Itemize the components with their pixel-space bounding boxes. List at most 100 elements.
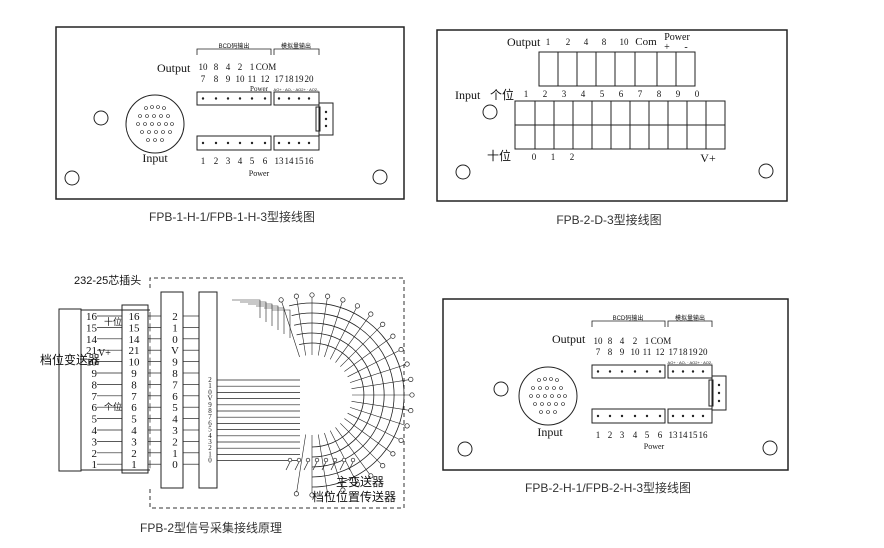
selector-contact-line [329, 305, 358, 360]
pin-label-left: 4 [92, 425, 98, 437]
pin-signal-label: 6 [172, 391, 178, 403]
svg-text:10: 10 [236, 74, 246, 84]
svg-text:1: 1 [551, 152, 556, 162]
svg-text:4: 4 [620, 336, 625, 346]
contact-head [332, 457, 338, 463]
svg-text:2: 2 [566, 37, 571, 47]
selector-contact [293, 293, 299, 299]
svg-text:4: 4 [238, 156, 243, 166]
pin-signal-label-right: 9 [208, 401, 212, 409]
terminal-screws-top [596, 370, 705, 373]
selector-contact-line [296, 434, 306, 494]
selector-contact-line [335, 427, 372, 477]
analog-header: 模拟量输出 [281, 42, 311, 50]
selector-contact [398, 347, 404, 353]
svg-text:14: 14 [679, 430, 689, 440]
svg-text:2: 2 [543, 89, 548, 99]
selector-contact-line [347, 412, 402, 441]
svg-text:13: 13 [669, 430, 679, 440]
side-connector-pins [324, 110, 328, 128]
svg-text:10: 10 [631, 347, 641, 357]
panel-border [55, 26, 405, 200]
svg-text:5: 5 [645, 430, 650, 440]
pin-signal-label: 0 [172, 334, 178, 346]
mount-hole [762, 440, 778, 456]
terminal-screws-top [201, 97, 311, 100]
mount-hole [493, 381, 509, 397]
pin-label-left: 6 [92, 402, 98, 414]
svg-text:7: 7 [201, 74, 206, 84]
pin-label-left: 3 [92, 436, 98, 448]
ge-label: 个位 [490, 87, 514, 102]
mount-hole [93, 110, 109, 126]
top-row1-labels: 10 8 4 2 1 COM [199, 62, 277, 72]
pin-label-mid: 6 [131, 402, 137, 414]
pin-signal-label-right: 7 [208, 413, 212, 421]
selector-contact [278, 297, 284, 303]
mount-hole [372, 169, 388, 185]
connector-block-right [198, 291, 218, 489]
svg-text:17: 17 [669, 347, 679, 357]
pin-signal-label: 5 [172, 402, 178, 414]
bottom-row-labels: 1 2 3 4 5 6 13 14 15 16 [596, 430, 708, 440]
contact-head [341, 457, 347, 463]
selector-contact-line [340, 324, 383, 367]
selector-arc [296, 332, 375, 458]
vplus-label: V+ [98, 348, 111, 359]
svg-text:3: 3 [620, 430, 625, 440]
svg-text:19: 19 [689, 347, 699, 357]
selector-contact [404, 423, 410, 429]
pin-label-mid: 3 [131, 436, 137, 448]
feed-wire [272, 309, 291, 338]
svg-text:13: 13 [275, 156, 285, 166]
pin-signal-label-right: 0 [208, 388, 212, 396]
svg-text:4: 4 [584, 37, 589, 47]
input-terminal-block [514, 100, 726, 150]
contact-pin [321, 461, 327, 471]
svg-text:2: 2 [608, 430, 613, 440]
pin-label-mid: 16 [129, 311, 141, 323]
selector-contact-line [318, 296, 328, 356]
panel-fpb-1-h: BCD码输出 模拟量输出 Output 10 8 4 2 1 COM 7 8 9… [55, 26, 405, 224]
contact-pin [330, 461, 336, 471]
svg-text:3: 3 [562, 89, 567, 99]
mount-hole [482, 104, 498, 120]
shi-label: 十位 [104, 316, 122, 327]
selector-contact [408, 376, 414, 382]
side-connector [318, 102, 334, 136]
selector-contact [309, 492, 315, 498]
svg-text:5: 5 [250, 156, 255, 166]
pin-signal-label: 1 [172, 448, 178, 460]
output-terminal-block [538, 51, 696, 87]
output-number-labels: 1 2 4 8 10 Com [546, 36, 657, 48]
svg-text:10: 10 [594, 336, 604, 346]
terminal-block-bcd-top [196, 91, 272, 106]
panel-fpb-2-h: BCD码输出 模拟量输出 Output 10 8 4 2 1 COM 7 8 9… [442, 298, 789, 495]
pin-signal-label: V [171, 345, 179, 357]
ge-number-labels: 1 2 3 4 5 6 7 8 9 0 [524, 89, 700, 99]
selector-contact [340, 297, 346, 303]
selector-contact-line [349, 363, 408, 383]
svg-text:12: 12 [656, 347, 665, 357]
output-label: Output [552, 332, 586, 346]
caption: FPB-2型信号采集接线原理 [140, 520, 282, 535]
feed-wire [248, 303, 273, 326]
terminal-block-analog-top [273, 91, 320, 106]
pin-label-left: 14 [86, 334, 98, 346]
connector-pins [529, 377, 567, 414]
selector-contact [368, 473, 374, 479]
input-label: Input [537, 425, 563, 439]
svg-text:8: 8 [602, 37, 607, 47]
svg-text:COM: COM [651, 336, 672, 346]
mount-hole [455, 164, 471, 180]
pin-label-mid: 7 [131, 391, 137, 403]
mount-hole [758, 163, 774, 179]
pin-signal-label: 9 [172, 357, 178, 369]
bcd-header: BCD码输出 [219, 42, 250, 50]
connector-block-middle [160, 291, 184, 489]
svg-text:15: 15 [295, 156, 305, 166]
pin-signal-label-right: 5 [208, 426, 212, 434]
selector-contact-line [347, 349, 402, 378]
svg-text:2: 2 [570, 152, 575, 162]
